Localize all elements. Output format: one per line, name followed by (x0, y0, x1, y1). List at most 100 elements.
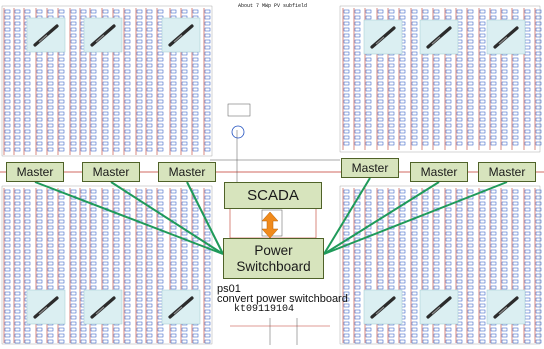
pv-module (423, 286, 428, 289)
pv-module (491, 70, 496, 73)
pv-module (536, 118, 541, 121)
pv-module (412, 46, 417, 49)
pv-module (171, 64, 176, 67)
pv-module (59, 202, 64, 205)
pv-module (468, 292, 473, 295)
pv-module (71, 268, 76, 271)
pv-module (480, 124, 485, 127)
pv-module (147, 220, 152, 223)
pv-module (536, 46, 541, 49)
pv-module (137, 316, 142, 319)
pv-module (81, 130, 86, 133)
pv-module (193, 76, 198, 79)
pv-module (400, 208, 405, 211)
pv-module (480, 100, 485, 103)
master-box-4[interactable]: Master (341, 158, 399, 178)
pv-module (344, 124, 349, 127)
pv-module (344, 106, 349, 109)
pv-module (25, 10, 30, 13)
pv-module (59, 256, 64, 259)
pv-module (125, 64, 130, 67)
pv-module (91, 244, 96, 247)
pv-module (81, 82, 86, 85)
pv-module (491, 262, 496, 265)
pv-module (366, 340, 371, 343)
pv-module (103, 334, 108, 337)
pv-module (37, 64, 42, 67)
pv-module (344, 142, 349, 145)
pv-module (137, 118, 142, 121)
pv-module (5, 94, 10, 97)
master-box-6[interactable]: Master (478, 162, 536, 182)
pv-module (137, 298, 142, 301)
pv-module (48, 196, 53, 199)
pv-module (137, 112, 142, 115)
pv-module (502, 10, 507, 13)
pv-module (446, 58, 451, 61)
pv-module (491, 142, 496, 145)
pv-module (125, 256, 130, 259)
pv-module (137, 274, 142, 277)
pv-module (15, 130, 20, 133)
pv-module (457, 76, 462, 79)
master-box-3[interactable]: Master (158, 162, 216, 182)
pv-module (182, 202, 187, 205)
pv-module (423, 64, 428, 67)
pv-module (71, 136, 76, 139)
pv-module (25, 112, 30, 115)
pv-module (15, 268, 20, 271)
pv-module (536, 220, 541, 223)
pv-module (525, 124, 530, 127)
pv-module (434, 202, 439, 205)
pv-module (81, 190, 86, 193)
pv-module (125, 340, 130, 343)
pv-module (193, 250, 198, 253)
pv-module (71, 292, 76, 295)
pv-module (125, 124, 130, 127)
pv-module (525, 232, 530, 235)
pv-module (344, 310, 349, 313)
pv-module (125, 100, 130, 103)
pv-module (147, 310, 152, 313)
pv-module (137, 22, 142, 25)
pv-module (71, 130, 76, 133)
pv-module (423, 280, 428, 283)
master-box-5[interactable]: Master (410, 162, 468, 182)
pv-module (400, 118, 405, 121)
pv-module (103, 226, 108, 229)
pv-module (91, 274, 96, 277)
master-box-1[interactable]: Master (6, 162, 64, 182)
pv-module (71, 148, 76, 151)
pv-module (205, 310, 210, 313)
pv-module (137, 142, 142, 145)
master-box-2[interactable]: Master (82, 162, 140, 182)
pv-module (378, 238, 383, 241)
pv-module (513, 238, 518, 241)
power-switchboard-box[interactable]: Power Switchboard (223, 238, 324, 279)
pv-module (125, 58, 130, 61)
pv-module (5, 106, 10, 109)
pv-module (205, 106, 210, 109)
pv-module (389, 244, 394, 247)
pv-module (480, 316, 485, 319)
pv-module (125, 40, 130, 43)
pv-module (59, 142, 64, 145)
pv-module (480, 298, 485, 301)
pv-module (378, 16, 383, 19)
pv-module (457, 250, 462, 253)
pv-module (366, 16, 371, 19)
pv-module (5, 130, 10, 133)
pv-module (480, 118, 485, 121)
pv-module (513, 76, 518, 79)
pv-module (468, 22, 473, 25)
pv-module (37, 202, 42, 205)
pv-module (400, 16, 405, 19)
pv-module (446, 106, 451, 109)
pv-module (125, 208, 130, 211)
pv-module (15, 304, 20, 307)
pv-module (400, 268, 405, 271)
pv-module (37, 136, 42, 139)
scada-box[interactable]: SCADA (224, 182, 322, 209)
pv-module (37, 10, 42, 13)
pv-module (491, 76, 496, 79)
